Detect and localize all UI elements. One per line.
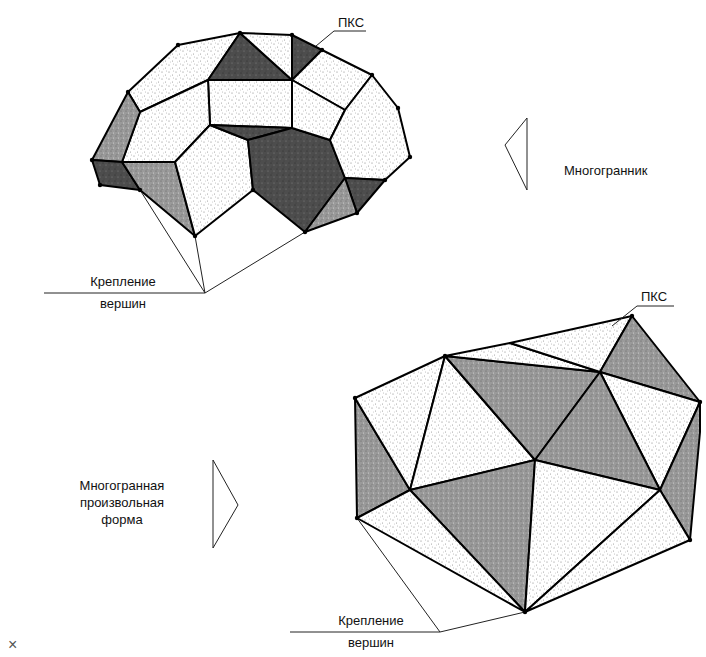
- polyhedron-face: [525, 490, 690, 612]
- polyhedron-face: [305, 178, 357, 232]
- polyhedron-face: [208, 80, 292, 128]
- polyhedron-face: [208, 33, 292, 80]
- vertex-dot: [320, 48, 324, 52]
- vertex-dot: [98, 183, 102, 187]
- vertex-dot: [193, 234, 197, 238]
- vertex-dot: [126, 90, 130, 94]
- vertex-dot: [370, 73, 374, 77]
- polyhedron-face: [357, 490, 525, 612]
- pointer-triangle: [213, 460, 238, 548]
- vertex-dot: [290, 33, 294, 37]
- vertex-dot: [396, 106, 400, 110]
- polyhedron-face: [330, 75, 410, 180]
- vertex-dot: [383, 178, 387, 182]
- vertex-dot: [138, 188, 142, 192]
- figure-caption: Многогранная произвольная форма: [62, 477, 182, 528]
- vertex-dot: [353, 396, 357, 400]
- polyhedron-face: [175, 125, 253, 236]
- vertex-dot: [688, 538, 692, 542]
- vertex-dot: [90, 158, 94, 162]
- vertex-dot: [176, 43, 180, 47]
- vertex-dot: [355, 516, 359, 520]
- vertex-dot: [355, 211, 359, 215]
- callout-label: Крепление вершин: [323, 610, 419, 654]
- figure-caption: Многогранник: [564, 163, 647, 179]
- vertex-dot: [303, 230, 307, 234]
- vertex-dot: [523, 610, 527, 614]
- callout-label: ПКС: [338, 15, 364, 31]
- corner-mark: ×: [8, 636, 17, 654]
- vertex-dot: [698, 400, 702, 404]
- pointer-triangle: [505, 118, 527, 190]
- vertex-dot: [238, 31, 242, 35]
- polyhedron-face: [92, 92, 140, 162]
- vertex-dot: [251, 188, 255, 192]
- vertex-dot: [408, 155, 412, 159]
- callout-label: ПКС: [641, 289, 667, 305]
- callout-label: Крепление вершин: [75, 271, 171, 315]
- vertex-dot: [443, 354, 447, 358]
- vertex-dot: [630, 314, 634, 318]
- polyhedron-face: [240, 33, 292, 80]
